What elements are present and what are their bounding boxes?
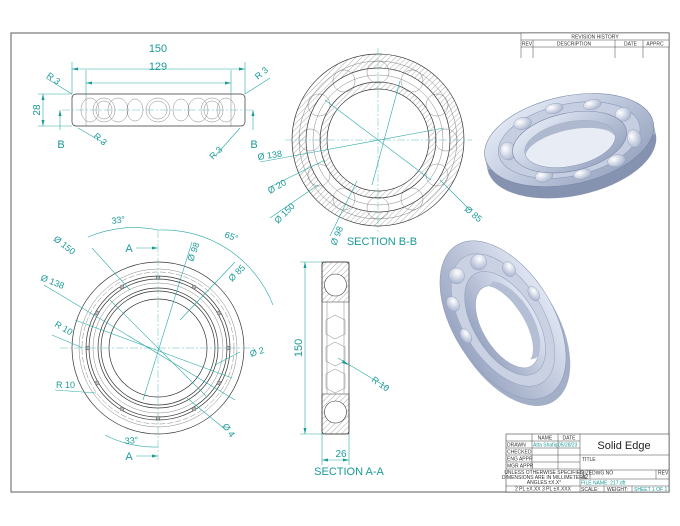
revision-history-title: REVISION HISTORY [571, 35, 619, 41]
drawn-date: 05/28/23 [558, 443, 578, 449]
front-dim-2: Ø 2 [249, 345, 266, 359]
section-bb-dim-138: Ø 138 [257, 149, 283, 162]
sheet-number: SHEET 1 OF 1 [634, 487, 667, 493]
angle-top-left: 33° [111, 214, 126, 226]
section-marker-a-bottom: A [125, 451, 133, 463]
section-bb-dim-150: Ø 150 [272, 201, 296, 225]
angle-bottom: 33° [124, 435, 139, 446]
title-block-date-header: DATE [563, 436, 577, 442]
section-marker-a-top: A [125, 243, 133, 255]
section-bb-view: Ø 138 Ø 20 Ø 150 Ø 98 Ø 85 SECTION B-B [257, 48, 484, 248]
section-marker-b-left: B [57, 139, 64, 151]
scale-label: SCALE: [581, 487, 599, 493]
company-name: Solid Edge [597, 440, 650, 452]
title-label: TITLE [582, 457, 596, 463]
front-dim-150: Ø 150 [52, 234, 77, 257]
weight-label: WEIGHT: [607, 487, 628, 493]
size-value: A2 [582, 475, 588, 481]
angle-top-right: 65° [223, 229, 240, 243]
approved-column-header: APPRC [646, 42, 664, 48]
tolerance-note-line-3: ANGLES ±X.X° [527, 480, 561, 486]
rev-label: REV [658, 471, 669, 477]
radius-bottom-right: R 3 [207, 144, 224, 161]
tolerance-note-line-2: DIMENSIONS ARE IN MILLIMETERS [502, 475, 587, 481]
radius-bottom-left: R 3 [92, 131, 109, 148]
drawn-label: DRAWN [507, 443, 526, 449]
section-aa-width: 26 [335, 449, 347, 460]
front-dim-4: Ø 4 [220, 421, 237, 439]
description-column-header: DESCRIPTION [557, 42, 592, 48]
section-bb-label: SECTION B-B [347, 236, 417, 248]
front-dim-85: Ø 85 [226, 263, 247, 284]
front-dim-98: Ø 98 [185, 241, 201, 263]
file-name: FILE NAME: 217.dft [581, 481, 626, 487]
section-aa-radius: R 10 [370, 374, 391, 393]
mgr-appr-label: MGR APPR [507, 464, 534, 470]
section-bb-dim-98: Ø 98 [329, 225, 346, 247]
tolerance-note-line-4: 2 PL ±X.XX 3 PL ±X.XXX [515, 487, 572, 493]
isometric-render-bottom [439, 240, 571, 406]
dim-inner-width: 129 [149, 61, 167, 73]
eng-appr-label: ENG APPR [507, 457, 533, 463]
top-view: 150 129 28 R 3 R 3 R 3 R 3 B B [32, 43, 271, 161]
front-dim-r10-upper: R 10 [53, 319, 74, 337]
front-dim-138: Ø 138 [39, 273, 65, 291]
radius-top-left: R 3 [45, 70, 62, 86]
title-block-name-header: NAME [538, 436, 553, 442]
section-aa-view: 150 26 R 10 SECTION A-A [293, 261, 391, 478]
drawing-border [10, 32, 670, 493]
dwg-no-label: DWG NO [592, 471, 613, 477]
date-column-header: DATE [624, 42, 638, 48]
dim-overall-width: 150 [149, 43, 167, 55]
section-marker-b-right: B [250, 139, 257, 151]
rev-column-header: REV [522, 42, 533, 48]
title-block: NAME DATE DRAWN Atta Shafiq 05/28/23 CHE… [502, 433, 670, 493]
section-bb-dim-85: Ø 85 [463, 204, 484, 224]
section-aa-label: SECTION A-A [314, 466, 384, 478]
drawn-name: Atta Shafiq [533, 443, 558, 449]
front-view: 33° 65° 33° A A Ø 150 Ø 138 Ø 98 Ø 85 R … [39, 214, 274, 463]
front-dim-r10-lower: R 10 [56, 380, 75, 390]
dim-height: 28 [32, 104, 43, 116]
size-label: SIZE [581, 471, 593, 477]
revision-history-block: REVISION HISTORY REV DESCRIPTION DATE AP… [520, 32, 670, 58]
isometric-render-top [484, 93, 657, 199]
tolerance-note-line-1: UNLESS OTHERWISE SPECIFIED [504, 470, 584, 476]
section-aa-height: 150 [293, 339, 305, 357]
checked-label: CHECKED [507, 450, 532, 456]
radius-top-right: R 3 [253, 65, 270, 82]
